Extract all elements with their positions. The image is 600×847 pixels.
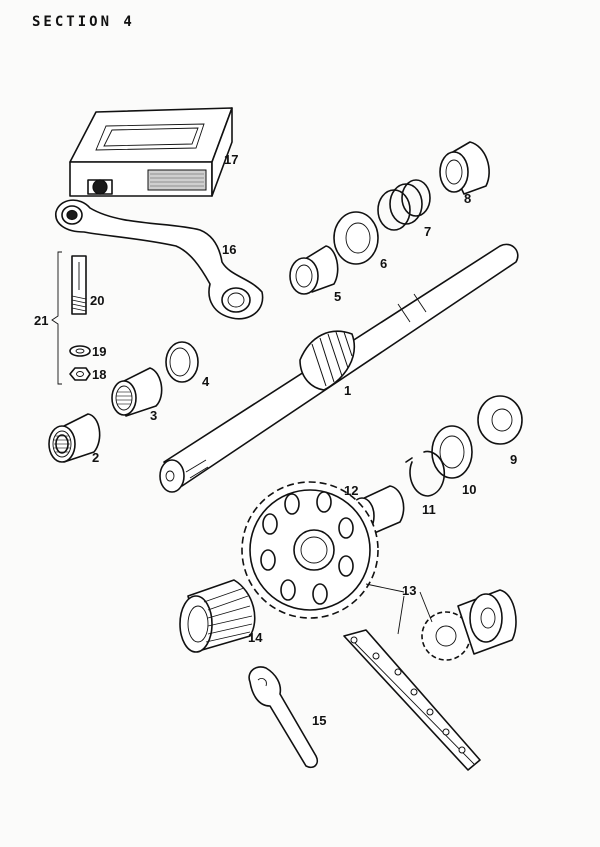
part-13-chain	[343, 629, 481, 771]
label-19: 19	[92, 344, 106, 359]
part-18-nut	[69, 367, 91, 381]
label-6: 6	[380, 256, 387, 271]
part-8-bushing	[439, 141, 490, 195]
label-15: 15	[312, 713, 326, 728]
part-3-needle-bearing	[111, 367, 163, 417]
part-6-washer	[333, 211, 379, 265]
part-19-washer	[69, 345, 91, 357]
part-2-needle-bearing	[48, 413, 101, 463]
part-15-spanner-tool	[248, 666, 319, 769]
part-5-bushing	[289, 245, 339, 295]
label-7: 7	[424, 224, 431, 239]
label-1: 1	[344, 383, 351, 398]
label-10: 10	[462, 482, 476, 497]
label-8: 8	[464, 191, 471, 206]
label-9: 9	[510, 452, 517, 467]
label-3: 3	[150, 408, 157, 423]
part-21-bracket	[51, 251, 62, 385]
label-5: 5	[334, 289, 341, 304]
part-10-washer	[431, 425, 473, 479]
label-2: 2	[92, 450, 99, 465]
label-4: 4	[202, 374, 210, 389]
label-14: 14	[248, 630, 263, 645]
label-20: 20	[90, 293, 104, 308]
part-13-sprocket	[241, 481, 379, 619]
label-17: 17	[224, 152, 238, 167]
part-1-shaft	[159, 243, 519, 493]
label-21: 21	[34, 313, 48, 328]
part-13-dog-clutch	[421, 589, 517, 661]
part-14-splined-sleeve	[179, 579, 256, 653]
section-title: SECTION 4	[32, 14, 135, 30]
part-4-spacer-ring	[165, 341, 199, 383]
part-11-circlip	[405, 450, 446, 497]
part-20-bolt	[71, 255, 87, 315]
part-7-circlips	[377, 179, 431, 231]
label-12: 12	[344, 483, 358, 498]
part-16-crank-arm	[55, 199, 264, 320]
leader-lines-13	[365, 583, 433, 635]
label-13: 13	[402, 583, 416, 598]
label-18: 18	[92, 367, 106, 382]
label-11: 11	[422, 502, 436, 517]
part-17-pedal	[69, 107, 233, 197]
part-9-washer	[477, 395, 523, 445]
label-16: 16	[222, 242, 236, 257]
